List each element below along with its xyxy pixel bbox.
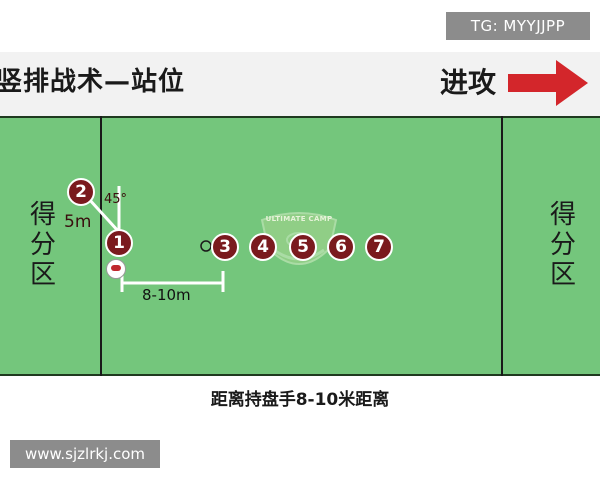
long-distance-label: 8-10m [142,286,191,304]
caption: 距离持盘手8-10米距离 [0,376,600,424]
player-3: 3 [211,233,239,261]
title-banner [0,52,600,116]
logo-text: ULTIMATE CAMP [265,215,333,223]
player-4: 4 [249,233,277,261]
page-title: 竖排战术—站位 [0,67,186,97]
arrow-right-icon [508,60,588,106]
site-watermark: www.sjzlrkj.com [10,440,160,468]
angle-label: 45° [104,192,128,207]
disc-icon [106,259,126,279]
left-endline [100,116,102,376]
tg-badge: TG: MYYJJPP [446,12,590,40]
player-7: 7 [365,233,393,261]
short-distance-label: 5m [64,212,92,232]
player-2: 2 [67,178,95,206]
player-5: 5 [289,233,317,261]
attack-direction-label: 进攻 [440,66,497,99]
left-endzone-label: 得分区 [29,200,56,290]
player-6: 6 [327,233,355,261]
player-1: 1 [105,229,133,257]
right-endzone-label: 得分区 [549,200,576,290]
right-endline [501,116,503,376]
